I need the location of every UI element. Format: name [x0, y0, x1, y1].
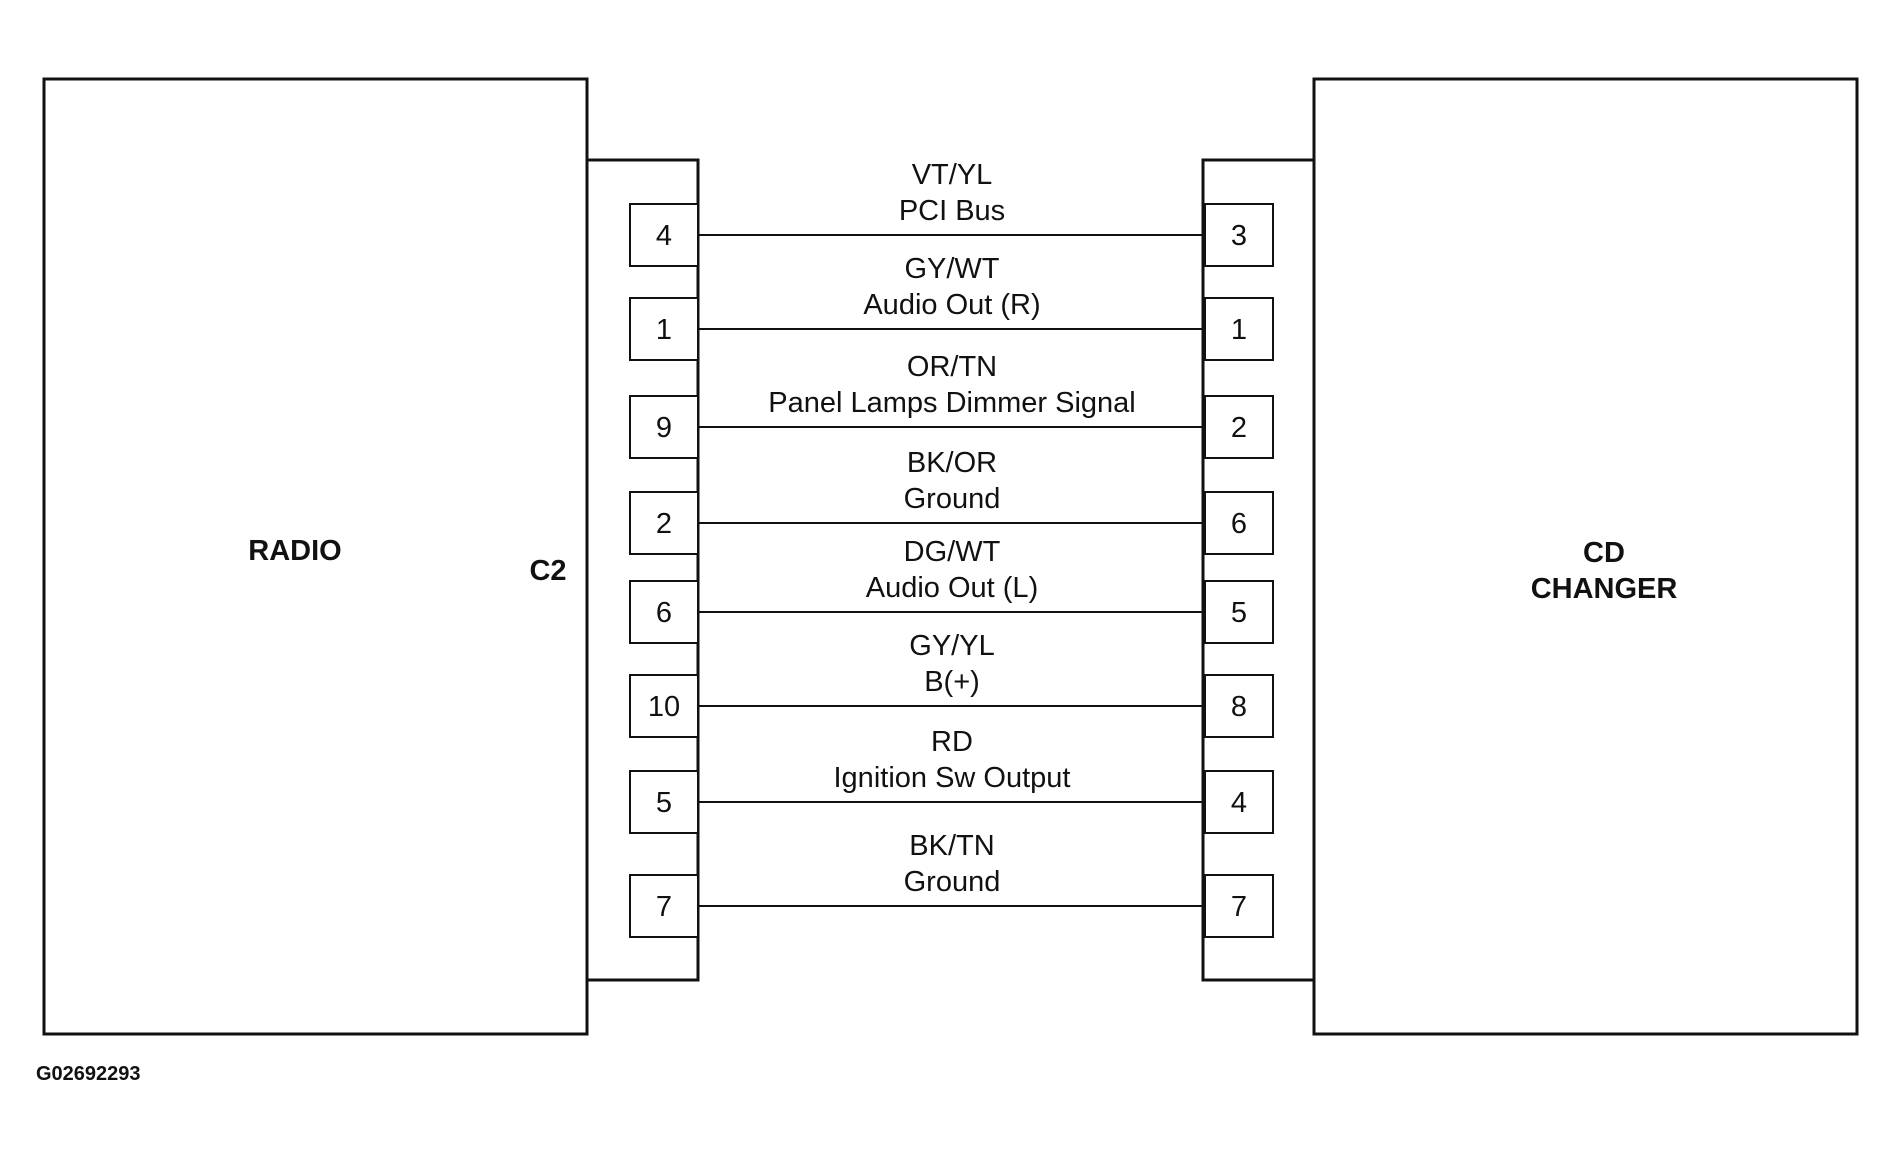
radio-pin-box [629, 874, 699, 938]
radio-pin-number: 6 [656, 597, 672, 629]
radio-pin-box [629, 674, 699, 738]
wire-color-code: BK/TN [909, 830, 994, 862]
radio-pin-number: 7 [656, 891, 672, 923]
changer-pin-box [1204, 395, 1274, 459]
cd-changer-module-box [1312, 77, 1859, 1036]
cd-changer-label-line2: CHANGER [1531, 573, 1678, 605]
radio-pin-box [629, 395, 699, 459]
changer-pin-number: 2 [1231, 412, 1247, 444]
wire-function-label: Ground [904, 483, 1001, 515]
wire-function-label: Ignition Sw Output [834, 762, 1071, 794]
wire-row: 2 6 BK/OR Ground [629, 447, 1274, 555]
changer-pin-box [1204, 203, 1274, 267]
wire-function-label: Panel Lamps Dimmer Signal [768, 387, 1135, 419]
wire-color-code: GY/WT [904, 253, 999, 285]
wire-function-label: Audio Out (L) [866, 572, 1038, 604]
wire-function-label: B(+) [924, 666, 980, 698]
wire-color-code: GY/YL [909, 630, 994, 662]
wire-list: 4 3 VT/YL PCI Bus 1 1 GY/WT Audio Out (R) 9 2 OR/T… [629, 159, 1274, 938]
wire-color-code: DG/WT [904, 536, 1001, 568]
radio-pin-box [629, 297, 699, 361]
changer-pin-number: 1 [1231, 314, 1247, 346]
radio-pin-number: 1 [656, 314, 672, 346]
changer-pin-number: 4 [1231, 787, 1247, 819]
changer-pin-number: 3 [1231, 220, 1247, 252]
changer-pin-box [1204, 674, 1274, 738]
wire-row: 7 7 BK/TN Ground [629, 830, 1274, 938]
changer-pin-number: 5 [1231, 597, 1247, 629]
connector-c2-label: C2 [529, 555, 566, 587]
wire-function-label: PCI Bus [899, 195, 1005, 227]
wire-row: 10 8 GY/YL B(+) [629, 630, 1274, 738]
wire-color-code: RD [931, 726, 973, 758]
wire-row: 4 3 VT/YL PCI Bus [629, 159, 1274, 267]
changer-pin-number: 8 [1231, 691, 1247, 723]
changer-pin-number: 7 [1231, 891, 1247, 923]
changer-pin-box [1204, 770, 1274, 834]
cd-changer-connector-housing [1201, 158, 1314, 982]
radio-pin-box [629, 203, 699, 267]
wire-function-label: Audio Out (R) [863, 289, 1040, 321]
radio-module-box [42, 77, 589, 1036]
radio-connector-housing [587, 158, 700, 982]
radio-pin-box [629, 491, 699, 555]
wire-row: 1 1 GY/WT Audio Out (R) [629, 253, 1274, 361]
changer-pin-number: 6 [1231, 508, 1247, 540]
wire-row: 9 2 OR/TN Panel Lamps Dimmer Signal [629, 351, 1274, 459]
radio-pin-number: 9 [656, 412, 672, 444]
radio-pin-number: 10 [648, 691, 680, 723]
changer-pin-box [1204, 491, 1274, 555]
radio-pin-number: 4 [656, 220, 672, 252]
wire-row: 6 5 DG/WT Audio Out (L) [629, 536, 1274, 644]
changer-pin-box [1204, 297, 1274, 361]
changer-pin-box [1204, 874, 1274, 938]
wire-color-code: VT/YL [912, 159, 993, 191]
changer-pin-box [1204, 580, 1274, 644]
radio-pin-number: 2 [656, 508, 672, 540]
radio-label: RADIO [248, 535, 341, 567]
radio-pin-box [629, 770, 699, 834]
wire-color-code: BK/OR [907, 447, 997, 479]
wire-function-label: Ground [904, 866, 1001, 898]
radio-pin-box [629, 580, 699, 644]
wire-color-code: OR/TN [907, 351, 997, 383]
wire-row: 5 4 RD Ignition Sw Output [629, 726, 1274, 834]
cd-changer-label-line1: CD [1583, 537, 1625, 569]
radio-pin-number: 5 [656, 787, 672, 819]
figure-id: G02692293 [36, 1063, 141, 1085]
